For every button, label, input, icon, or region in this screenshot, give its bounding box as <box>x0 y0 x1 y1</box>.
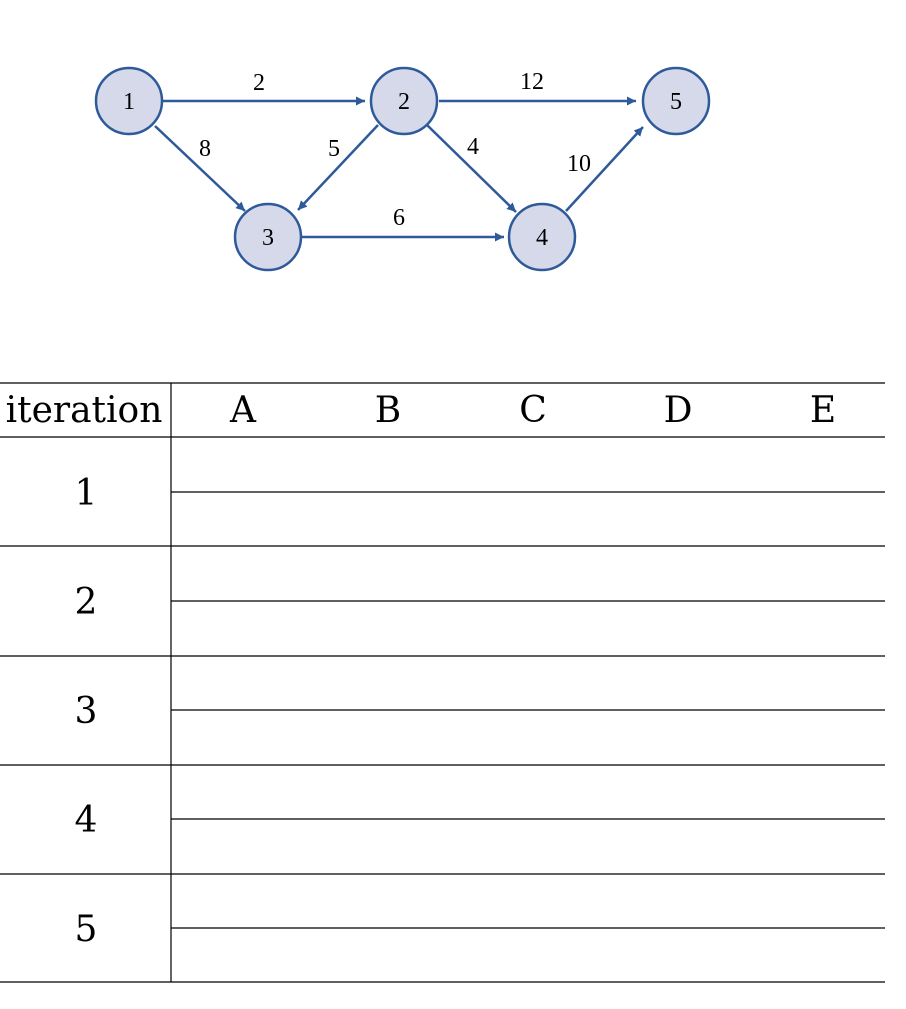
iteration-number: 1 <box>75 473 98 514</box>
graph-node-5: 5 <box>641 66 711 136</box>
edge-2-3 <box>297 124 379 211</box>
table-row-iteration-1: 1 <box>0 473 885 547</box>
node-label: 4 <box>536 225 548 251</box>
iteration-number: 2 <box>75 582 98 623</box>
edge-weight-1-2: 2 <box>253 70 265 96</box>
graph-node-3: 3 <box>233 202 303 272</box>
header-col-c: C <box>519 390 547 431</box>
table-row-iteration-3: 3 <box>0 691 885 766</box>
node-label: 1 <box>123 89 135 115</box>
header-col-a: A <box>229 390 257 431</box>
graph-node-2: 2 <box>369 66 439 136</box>
edge-weight-2-4: 4 <box>467 134 479 160</box>
edge-weight-2-3: 5 <box>328 136 340 162</box>
table-row-iteration-2: 2 <box>0 582 885 657</box>
graph-node-1: 1 <box>94 66 164 136</box>
edge-weight-4-5: 10 <box>567 151 591 177</box>
table-row-iteration-5: 5 <box>0 909 885 983</box>
header-col-e: E <box>810 390 836 431</box>
edge-weight-2-5: 12 <box>520 69 544 95</box>
graph-node-4: 4 <box>507 202 577 272</box>
edge-weight-1-3: 8 <box>199 136 211 162</box>
edge-1-3 <box>154 125 246 212</box>
header-col-d: D <box>664 390 693 431</box>
edge-4-5 <box>565 126 644 212</box>
iteration-number: 3 <box>75 691 98 732</box>
edge-2-4 <box>426 124 517 213</box>
node-label: 2 <box>398 89 410 115</box>
table-row-iteration-4: 4 <box>0 800 885 875</box>
edge-weight-3-4: 6 <box>393 205 405 231</box>
iteration-table: iteration A B C D E 1 2 3 4 <box>0 382 885 983</box>
iteration-number: 5 <box>75 909 98 950</box>
iteration-number: 4 <box>75 800 98 841</box>
node-label: 5 <box>670 89 682 115</box>
header-col-b: B <box>375 390 401 431</box>
graph-diagram: 2 12 8 5 4 10 6 1 2 3 4 5 <box>94 66 711 272</box>
header-iteration: iteration <box>6 390 163 431</box>
node-label: 3 <box>262 225 274 251</box>
